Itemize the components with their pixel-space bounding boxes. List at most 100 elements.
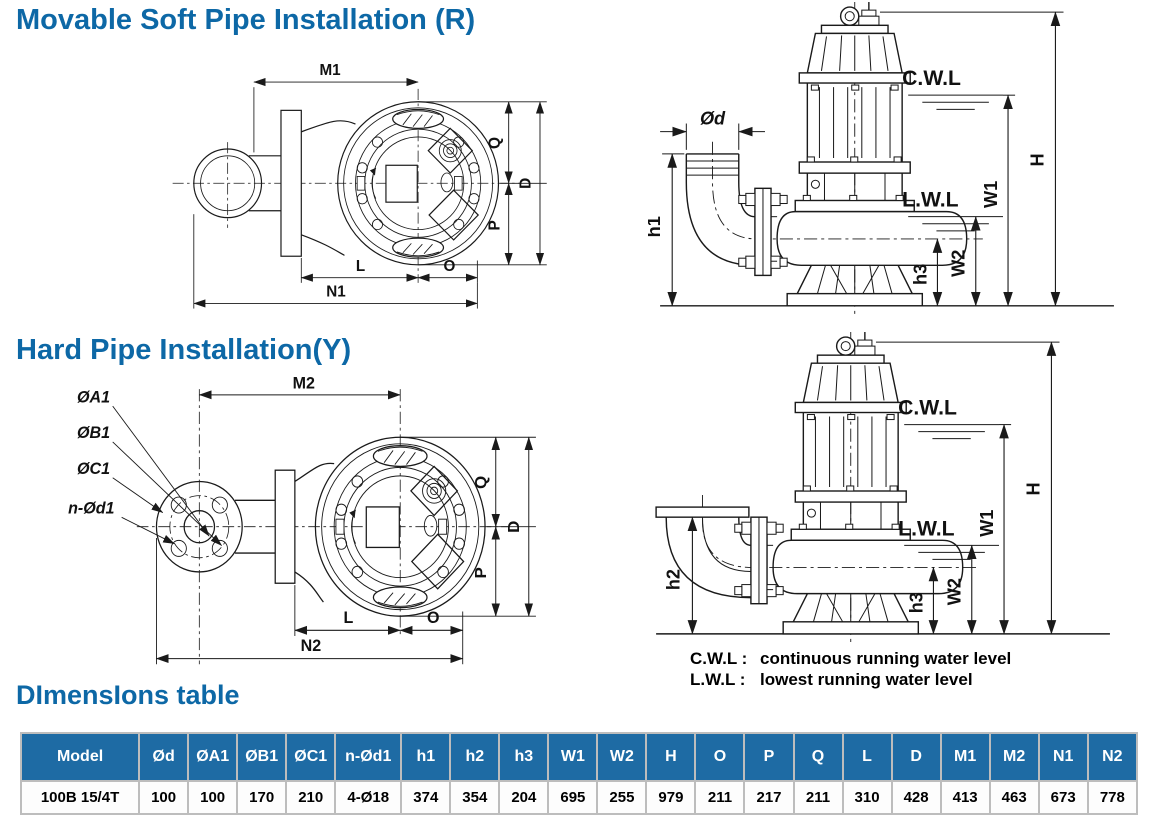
submersible-pump: [776, 2, 968, 307]
lifting-eye-icon: [839, 6, 860, 27]
dimensions: M1 Q P D L O N1: [193, 62, 547, 309]
dim-label-w1: W1: [981, 181, 1001, 208]
hose-ribs: [686, 160, 739, 176]
dim-label-p: P: [472, 567, 490, 578]
dim-label-w2: W2: [949, 250, 969, 277]
col-header-w2: W2: [596, 732, 648, 782]
cwl-legend-row: C.W.L : continuous running water level: [690, 648, 1011, 669]
col-header-l: L: [841, 732, 893, 782]
col-header-o: O: [694, 732, 746, 782]
dim-label-h2: h2: [663, 569, 683, 590]
dimensions: h2 h3 W2 W1 H: [663, 341, 1060, 635]
cell-w2: 255: [596, 780, 648, 815]
soft-pipe-side-view-diagram: C.W.L L.W.L Ød h1 h3 W2 W1 H: [648, 2, 1114, 314]
dim-label-q: Q: [486, 137, 503, 149]
top-flange: [798, 72, 911, 84]
pump-flange: [790, 528, 911, 542]
grease-valve: [427, 127, 474, 174]
suction-legs: [792, 593, 909, 623]
base-plate: [786, 292, 924, 307]
grease-valve: [410, 465, 459, 517]
cwl-water-icon: [904, 424, 999, 440]
pump-neck: [301, 120, 356, 256]
cell-od: 100: [138, 780, 190, 815]
col-header-model: Model: [19, 732, 141, 782]
cell-n2: 778: [1086, 780, 1139, 815]
flange-callouts: ØA1 ØB1 ØC1 n-Ød1: [68, 388, 223, 546]
pump-volute-top-view: [337, 101, 500, 266]
mid-flange: [798, 161, 911, 174]
water-levels: C.W.L L.W.L: [898, 397, 999, 560]
top-pad: [372, 445, 428, 468]
small-port: [423, 514, 438, 537]
hard-pipe-side-view-diagram: C.W.L L.W.L h2 h3 W2 W1 H: [655, 332, 1110, 642]
flange-bolts: [738, 192, 788, 269]
col-header-w1: W1: [547, 732, 599, 782]
dimensions: M2 Q P D L O N2: [155, 376, 536, 665]
col-header-h1: h1: [400, 732, 452, 782]
dim-label-h: H: [1027, 153, 1047, 166]
cwl-label: C.W.L: [902, 67, 961, 90]
lwl-label: L.W.L: [898, 517, 955, 540]
soft-pipe-section-title: Movable Soft Pipe Installation (R): [16, 4, 476, 36]
dim-label-ob1: ØB1: [77, 424, 110, 442]
cell-q: 211: [792, 780, 844, 815]
submersible-pump: [772, 332, 964, 635]
cell-w1: 695: [547, 780, 599, 815]
cwl-legend-text: continuous running water level: [760, 649, 1012, 668]
dim-label-m2: M2: [293, 376, 315, 392]
pump-volute-top-view: [314, 436, 486, 617]
col-header-h: H: [645, 732, 697, 782]
cell-oa1: 100: [187, 780, 239, 815]
dim-label-l: L: [344, 608, 354, 626]
centerlines: [172, 88, 522, 283]
col-header-ob1: ØB1: [236, 732, 288, 782]
cell-h: 979: [645, 780, 697, 815]
cwl-label: C.W.L: [898, 397, 957, 420]
dim-label-o: O: [427, 608, 440, 626]
flange-bolts: [734, 521, 784, 598]
dim-label-d: D: [518, 178, 535, 189]
dim-label-oc1: ØC1: [77, 460, 110, 478]
cell-model: 100B 15/4T: [19, 780, 141, 815]
top-flange: [794, 401, 907, 414]
bottom-pad: [372, 586, 428, 609]
rotation-arrow-icon: [349, 509, 356, 544]
cell-ob1: 170: [236, 780, 288, 815]
dim-label-p: P: [486, 220, 503, 230]
cell-h2: 354: [449, 780, 501, 815]
dim-label-m1: M1: [320, 62, 342, 79]
col-header-nod1: n-Ød1: [334, 732, 403, 782]
col-header-m1: M1: [939, 732, 991, 782]
nameplate-rect: [385, 164, 418, 203]
pump-flange: [794, 199, 915, 213]
hard-pipe-top-view-diagram: ØA1 ØB1 ØC1 n-Ød1 M2 Q P D L O N2: [68, 376, 536, 665]
suction-flange: [280, 109, 302, 257]
col-header-h3: h3: [498, 732, 550, 782]
nameplate-rect: [365, 506, 400, 549]
dimensions: Ød h1 h3 W2 W1 H: [648, 11, 1064, 307]
col-header-od: Ød: [138, 732, 190, 782]
dim-label-n2: N2: [301, 637, 322, 655]
lwl-legend-label: L.W.L :: [690, 670, 746, 689]
volute-casing: [772, 539, 964, 595]
col-header-m2: M2: [988, 732, 1040, 782]
dim-label-h3: h3: [910, 264, 930, 285]
col-header-oa1: ØA1: [187, 732, 239, 782]
col-header-h2: h2: [449, 732, 501, 782]
motor-body: [806, 83, 903, 162]
cell-oc1: 210: [285, 780, 337, 815]
cell-p: 217: [743, 780, 795, 815]
pump-neck: [294, 462, 335, 603]
soft-pipe-top-view-diagram: M1 Q P D L O N1: [172, 62, 547, 309]
cwl-water-icon: [908, 94, 1003, 110]
hard-pipe-section-title: Hard Pipe Installation(Y): [16, 334, 352, 366]
dim-label-n1: N1: [326, 283, 346, 300]
cell-h3: 204: [498, 780, 550, 815]
dim-label-w1: W1: [977, 510, 997, 537]
dim-label-w2: W2: [945, 578, 965, 605]
dim-label-oa1: ØA1: [77, 388, 110, 406]
dimensions-table: Model Ød ØA1 ØB1 ØC1 n-Ød1 h1 h2 h3 W1 W…: [19, 732, 1139, 815]
discharge-diamond: [410, 533, 465, 590]
